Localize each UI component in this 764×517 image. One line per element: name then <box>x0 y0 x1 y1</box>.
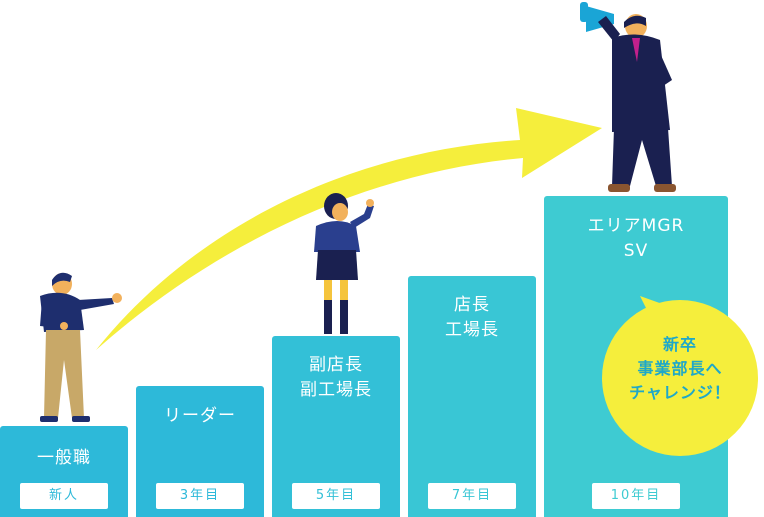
figure-woman <box>314 193 374 334</box>
growth-arrow <box>96 108 602 350</box>
step-5nen: 副店長 副工場長 5年目 <box>272 336 400 517</box>
step-shinjin-badge: 新人 <box>20 483 108 509</box>
step-3nen-title: リーダー <box>164 406 236 426</box>
step-5nen-title: 副店長 副工場長 <box>300 355 372 400</box>
step-10nen-badge: 10年目 <box>592 483 680 509</box>
step-5nen-badge: 5年目 <box>292 483 380 509</box>
step-10nen-title: エリアMGR SV <box>587 216 685 261</box>
figure-executive <box>580 2 676 192</box>
figure-newcomer <box>40 272 122 422</box>
step-3nen: リーダー 3年目 <box>136 386 264 517</box>
callout-text: 新卒 事業部長へ チャレンジ！ <box>629 335 731 402</box>
step-7nen-title: 店長 工場長 <box>445 295 499 340</box>
speech-bubble <box>602 296 758 456</box>
step-3nen-badge: 3年目 <box>156 483 244 509</box>
step-shinjin-title: 一般職 <box>37 448 91 468</box>
step-7nen: 店長 工場長 7年目 <box>408 276 536 517</box>
step-7nen-badge: 7年目 <box>428 483 516 509</box>
step-shinjin: 一般職 新人 <box>0 426 128 517</box>
